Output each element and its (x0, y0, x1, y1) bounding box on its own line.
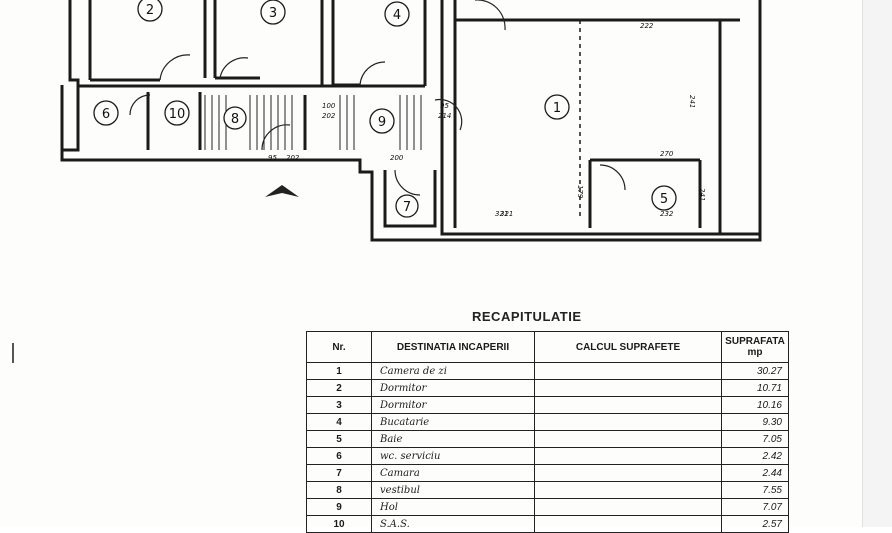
dimension-label: 100 (322, 102, 336, 110)
dimension-label: 202 (322, 112, 336, 120)
dimension-label: 241 (698, 188, 706, 201)
table-header-row: Nr. DESTINATIA INCAPERII CALCUL SUPRAFET… (306, 331, 789, 363)
row-destination: Dormitor (371, 396, 535, 414)
row-nr: 8 (306, 481, 372, 499)
row-destination: Baie (371, 430, 535, 448)
row-calc (534, 464, 722, 482)
row-calc (534, 362, 722, 380)
recap-table: Nr. DESTINATIA INCAPERII CALCUL SUPRAFET… (306, 331, 789, 533)
room-number: 10 (169, 107, 186, 122)
table-row: 6 wc. serviciu 2.42 (306, 447, 789, 465)
row-nr: 5 (306, 430, 372, 448)
dimension-label: 321 (495, 210, 508, 218)
row-calc (534, 396, 722, 414)
dimension-label: 200 (390, 154, 404, 162)
dimension-label: 95 (268, 154, 277, 162)
header-area: SUPRAFATA mp (721, 331, 789, 363)
row-nr: 10 (306, 515, 372, 533)
room-number: 9 (378, 115, 386, 130)
recap-title: RECAPITULATIE (472, 309, 582, 324)
dimension-label: 95 (440, 102, 449, 110)
dimension-label: 241 (688, 95, 696, 108)
row-destination: Hol (371, 498, 535, 516)
table-row: 10 S.A.S. 2.57 (306, 515, 789, 533)
row-destination: Camera de zi (371, 362, 535, 380)
row-calc (534, 481, 722, 499)
row-destination: wc. serviciu (371, 447, 535, 465)
row-area: 30.27 (721, 362, 789, 380)
header-calc: CALCUL SUPRAFETE (534, 331, 722, 363)
room-number: 6 (102, 107, 110, 122)
row-destination: S.A.S. (371, 515, 535, 533)
dimension-label: 321 (500, 210, 513, 218)
room-number: 4 (393, 8, 401, 23)
room-number: 1 (553, 101, 561, 116)
row-nr: 2 (306, 379, 372, 397)
table-row: 2 Dormitor 10.71 (306, 379, 789, 397)
floor-plan: 1 2 3 4 5 6 7 8 9 10 321 241 222 179 270… (60, 0, 762, 242)
dimension-label: 179 (576, 185, 584, 199)
row-destination: Camara (371, 464, 535, 482)
row-nr: 7 (306, 464, 372, 482)
table-row: 1 Camera de zi 30.27 (306, 362, 789, 380)
row-area: 2.44 (721, 464, 789, 482)
row-nr: 1 (306, 362, 372, 380)
row-nr: 3 (306, 396, 372, 414)
row-nr: 9 (306, 498, 372, 516)
header-destination: DESTINATIA INCAPERII (371, 331, 535, 363)
row-destination: Bucatarie (371, 413, 535, 431)
table-row: 4 Bucatarie 9.30 (306, 413, 789, 431)
dimension-label: 202 (286, 154, 300, 162)
row-area: 7.07 (721, 498, 789, 516)
room-number: 8 (231, 112, 239, 127)
header-nr: Nr. (306, 331, 372, 363)
entrance-arrow-icon (265, 185, 299, 197)
row-area: 9.30 (721, 413, 789, 431)
room-number: 5 (660, 192, 668, 207)
vertical-scrollbar[interactable] (862, 0, 892, 527)
dimension-label: 222 (640, 22, 654, 30)
row-area: 2.42 (721, 447, 789, 465)
row-nr: 6 (306, 447, 372, 465)
row-area: 7.55 (721, 481, 789, 499)
document-page: 1 2 3 4 5 6 7 8 9 10 321 241 222 179 270… (12, 0, 789, 533)
row-calc (534, 447, 722, 465)
table-row: 5 Baie 7.05 (306, 430, 789, 448)
row-calc (534, 413, 722, 431)
row-destination: Dormitor (371, 379, 535, 397)
row-calc (534, 498, 722, 516)
room-number: 2 (146, 3, 154, 18)
row-area: 7.05 (721, 430, 789, 448)
row-destination: vestibul (371, 481, 535, 499)
dimension-label: 214 (438, 112, 451, 120)
row-calc (534, 379, 722, 397)
row-nr: 4 (306, 413, 372, 431)
dimension-label: 232 (660, 210, 674, 218)
room-number: 3 (269, 6, 277, 21)
dimension-label: 270 (660, 150, 674, 158)
table-row: 7 Camara 2.44 (306, 464, 789, 482)
row-calc (534, 430, 722, 448)
row-area: 10.16 (721, 396, 789, 414)
table-row: 8 vestibul 7.55 (306, 481, 789, 499)
row-calc (534, 515, 722, 533)
row-area: 2.57 (721, 515, 789, 533)
table-row: 9 Hol 7.07 (306, 498, 789, 516)
room-number: 7 (403, 200, 411, 215)
margin-mark (12, 343, 14, 363)
row-area: 10.71 (721, 379, 789, 397)
table-row: 3 Dormitor 10.16 (306, 396, 789, 414)
